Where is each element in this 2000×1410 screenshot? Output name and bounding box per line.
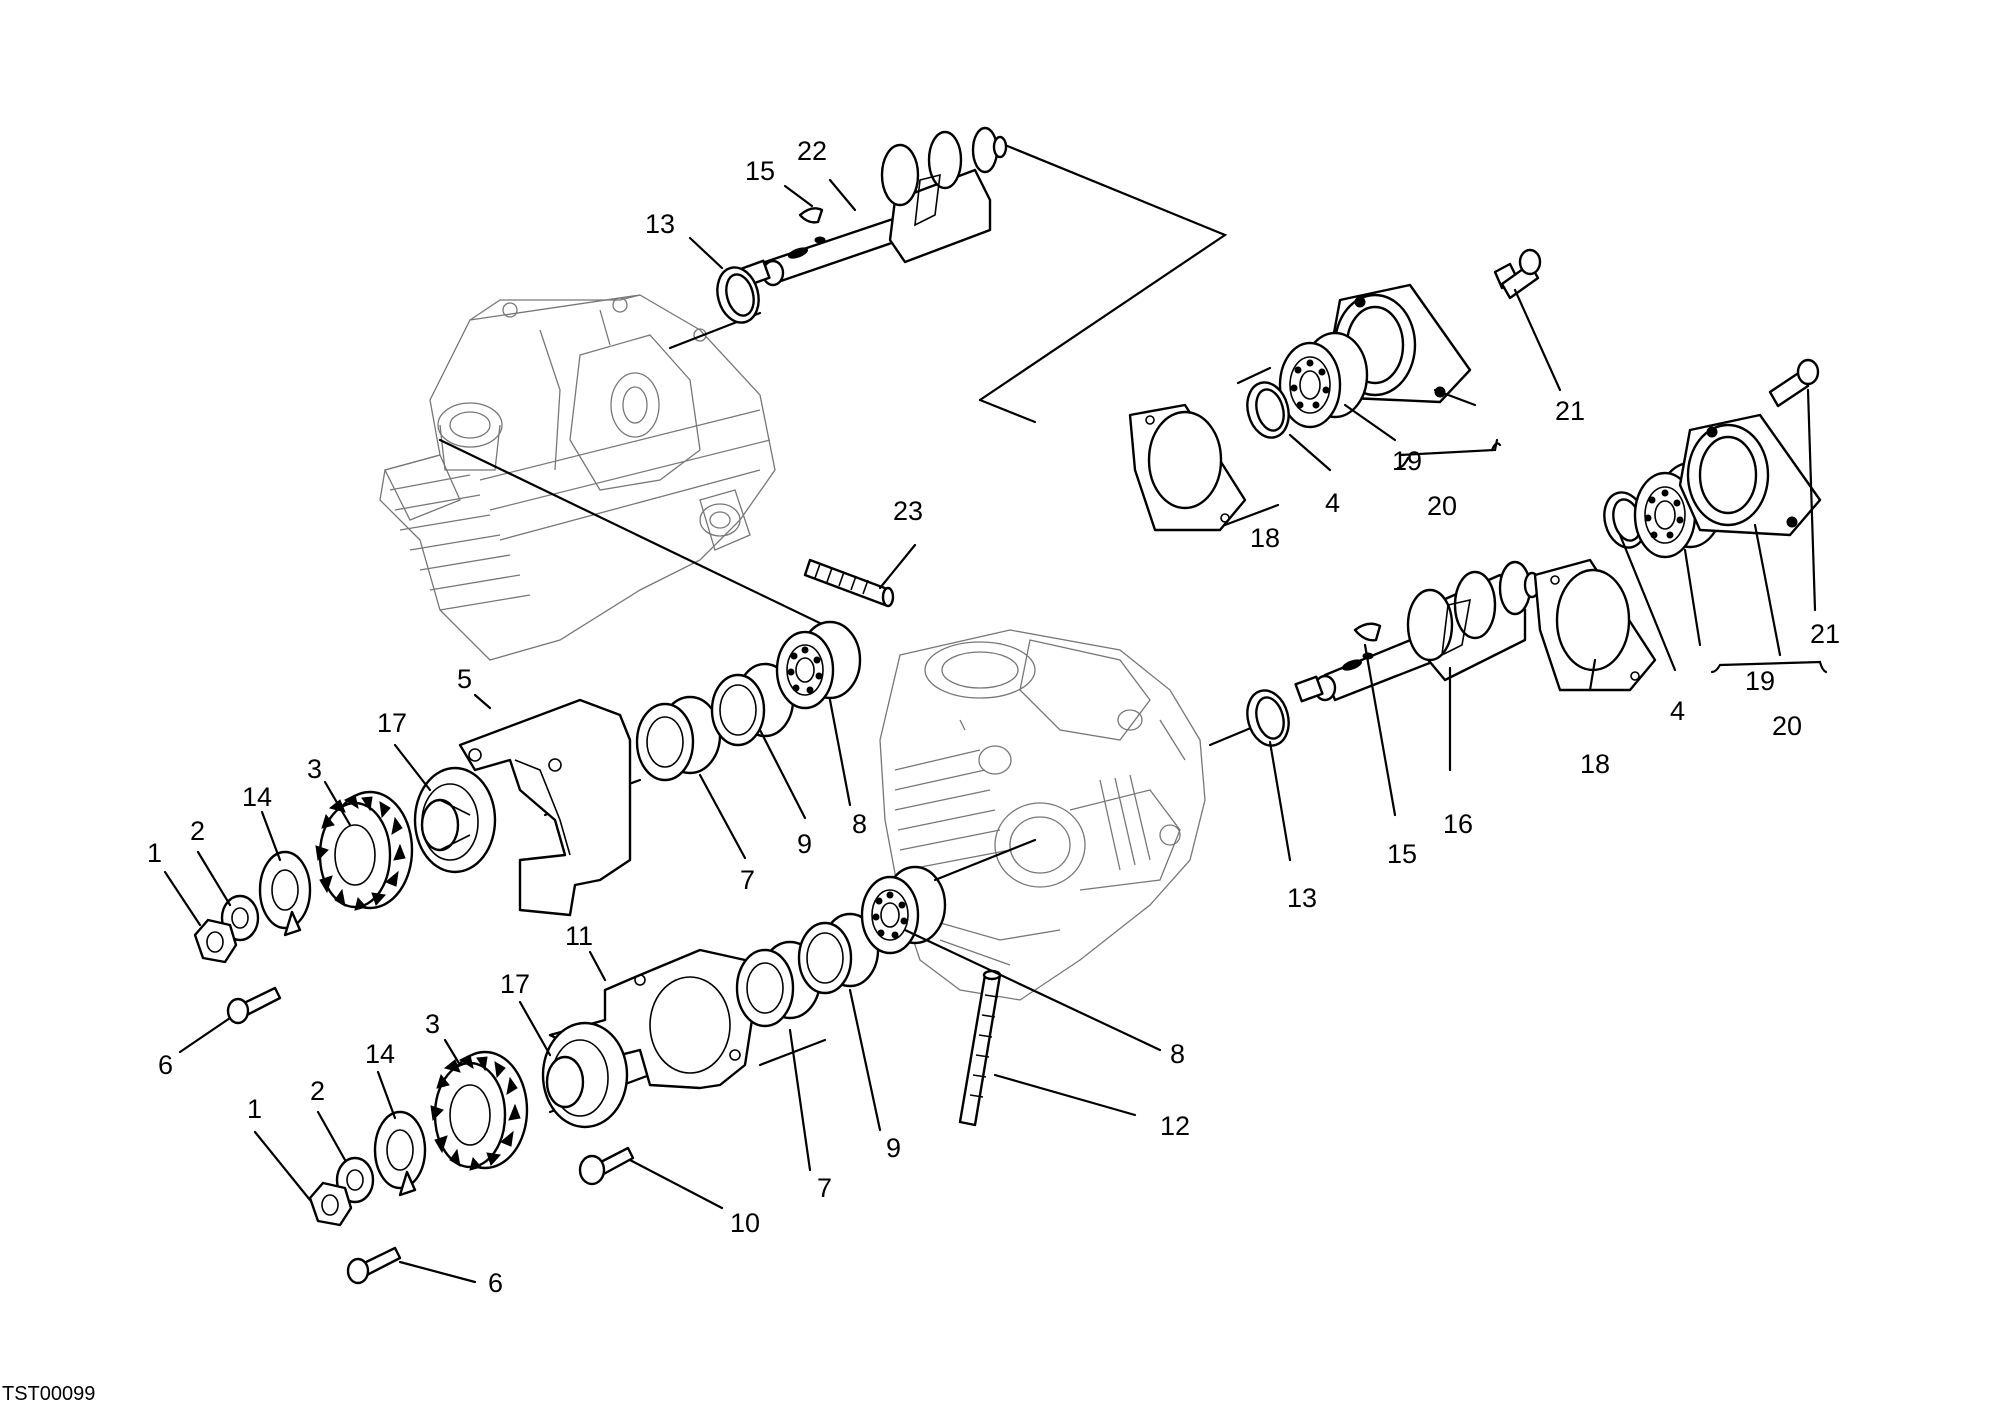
- callout-16: 16: [1443, 809, 1473, 839]
- circlip-lower: [1246, 689, 1290, 747]
- callout-13: 13: [1287, 883, 1317, 913]
- callout-4: 4: [1670, 696, 1685, 726]
- washer-plate-lower: [373, 1110, 427, 1197]
- callout-12: 12: [1160, 1111, 1190, 1141]
- callout-18: 18: [1250, 523, 1280, 553]
- screw-lower-center: [578, 1146, 635, 1186]
- callout-17: 17: [500, 969, 530, 999]
- callout-9: 9: [886, 1133, 901, 1163]
- callout-7: 7: [817, 1173, 832, 1203]
- crankcase-ghost-lower: [879, 629, 1206, 1001]
- callout-18: 18: [1580, 749, 1610, 779]
- stud-lower: [958, 969, 1002, 1127]
- upper-camshaft: [741, 126, 1008, 287]
- bolt-upper-right-b: [1768, 358, 1820, 408]
- callout-5: 5: [457, 664, 472, 694]
- callout-3: 3: [425, 1009, 440, 1039]
- woodruff-key-upper: [798, 207, 824, 224]
- callout-6: 6: [158, 1050, 173, 1080]
- callout-19: 19: [1745, 666, 1775, 696]
- pulley-hub-lower: [541, 1021, 629, 1129]
- toothed-pulley-lower: [430, 1050, 529, 1171]
- callout-10: 10: [730, 1208, 760, 1238]
- bolt-upper-right-a: [1493, 248, 1542, 300]
- callout-2: 2: [190, 816, 205, 846]
- oil-seal-upper: [635, 695, 722, 782]
- callout-21: 21: [1810, 619, 1840, 649]
- stud-upper: [803, 558, 895, 608]
- callout-15: 15: [745, 156, 775, 186]
- pulley-hub-upper: [413, 766, 497, 874]
- callout-7: 7: [740, 865, 755, 895]
- woodruff-key-lower: [1353, 622, 1382, 642]
- callout-23: 23: [893, 496, 923, 526]
- callout-21: 21: [1555, 396, 1585, 426]
- callout-3: 3: [307, 754, 322, 784]
- callout-4: 4: [1325, 488, 1340, 518]
- callout-8: 8: [1170, 1039, 1185, 1069]
- circlip-upper: [716, 266, 760, 324]
- callout-11: 11: [565, 921, 593, 951]
- ball-bearing-upper: [1278, 331, 1369, 429]
- belt-cover-upper: [458, 698, 632, 917]
- gasket-upper: [1128, 403, 1247, 532]
- callout-1: 1: [247, 1094, 262, 1124]
- callout-22: 22: [797, 136, 827, 166]
- callout-20: 20: [1772, 711, 1802, 741]
- nut-lower: [308, 1181, 353, 1227]
- callout-14: 14: [242, 782, 272, 812]
- callout-6: 6: [488, 1268, 503, 1298]
- callout-19: 19: [1392, 446, 1422, 476]
- washer-plate-upper: [258, 850, 312, 937]
- leader-lines: [163, 178, 1828, 1284]
- callout-9: 9: [797, 829, 812, 859]
- ball-bearing-upper-middle: [775, 620, 862, 710]
- callout-17: 17: [377, 708, 407, 738]
- lower-camshaft: [1294, 560, 1541, 703]
- callout-13: 13: [645, 209, 675, 239]
- callout-20: 20: [1427, 491, 1457, 521]
- callout-1: 1: [147, 838, 162, 868]
- toothed-pulley-upper: [315, 790, 414, 911]
- gasket-lower: [1533, 558, 1657, 692]
- screw-lower-left: [346, 1246, 402, 1285]
- circlip-upper-right: [1246, 381, 1290, 439]
- callout-8: 8: [852, 809, 867, 839]
- nut-upper: [193, 918, 238, 964]
- callout-labels: 22 15 13 21 19 4 20 18 21 23 5 17 3 14 2…: [147, 136, 1840, 1298]
- callout-2: 2: [310, 1076, 325, 1106]
- callout-14: 14: [365, 1039, 395, 1069]
- screw-upper-left: [226, 986, 282, 1025]
- ball-bearing-lower-middle: [860, 865, 947, 955]
- bearing-cover-lower: [1678, 413, 1822, 537]
- figure-code: TST00099: [2, 1383, 95, 1405]
- callout-15: 15: [1387, 839, 1417, 869]
- cylinder-head-ghost-upper: [379, 294, 776, 661]
